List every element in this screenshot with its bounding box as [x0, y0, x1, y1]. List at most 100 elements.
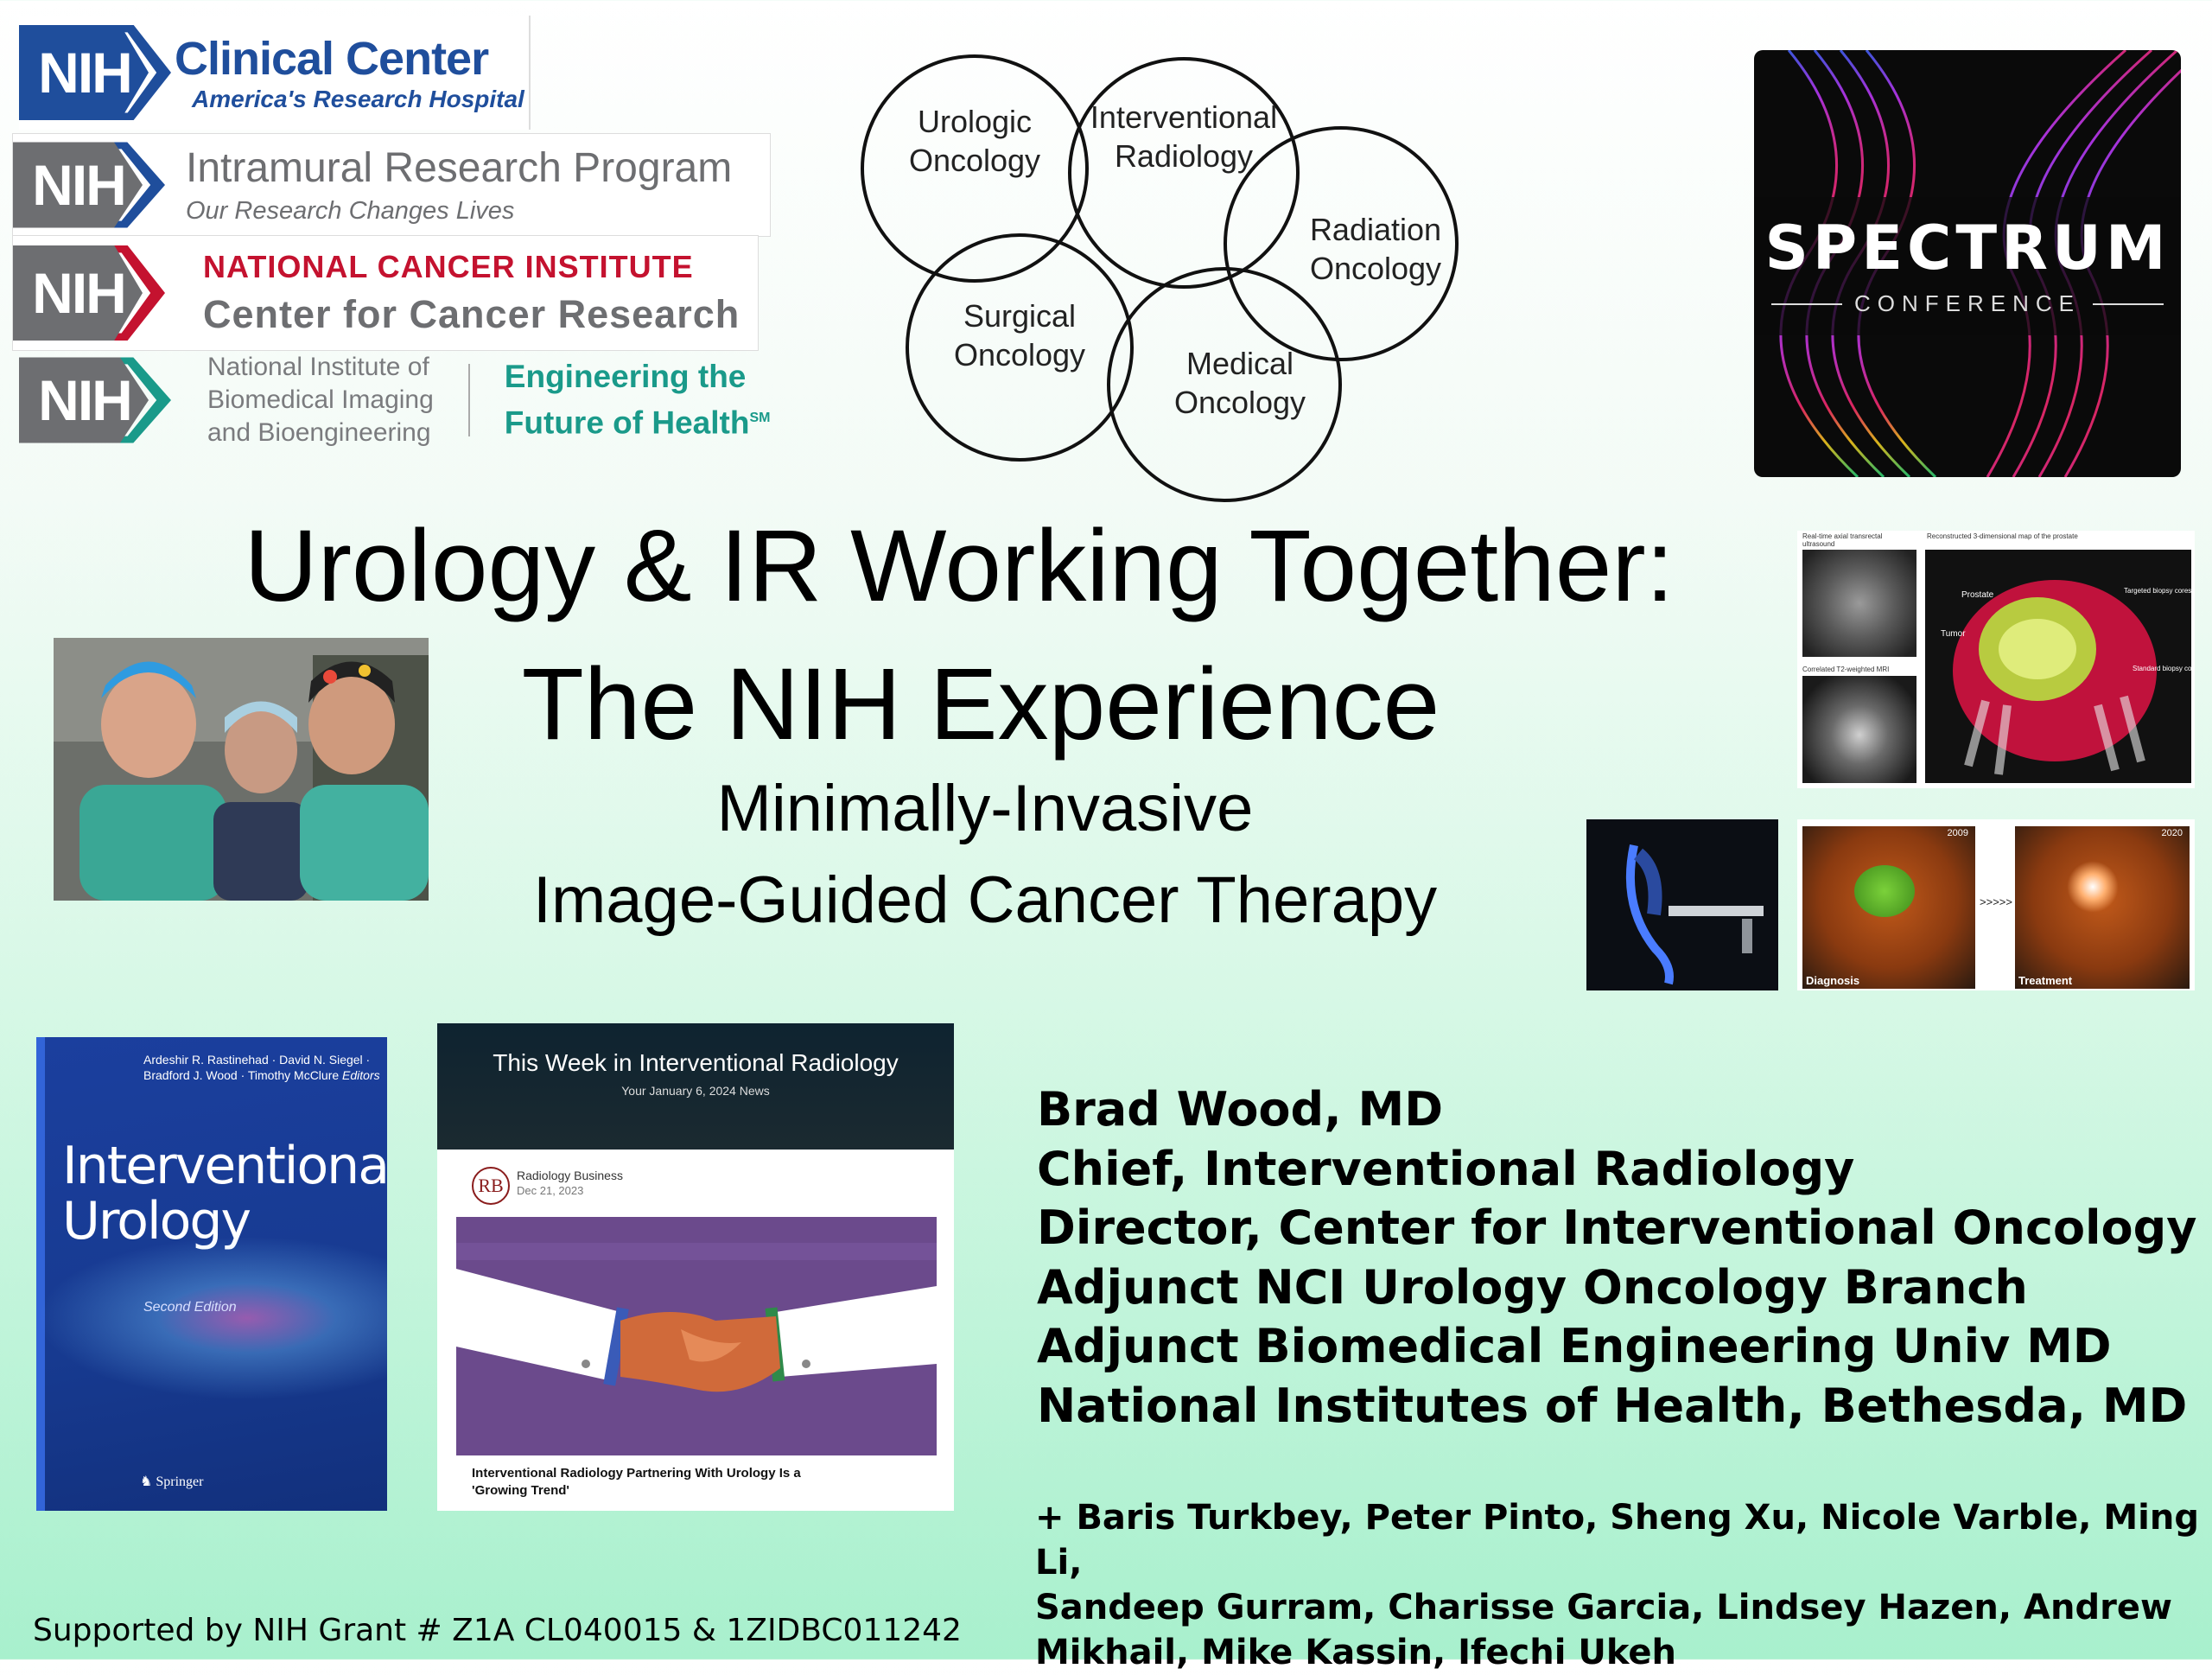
book-edition: Second Edition [143, 1300, 237, 1315]
therapy-progression-figure: 2009 Diagnosis >>>>> 2020 Treatment [1797, 819, 2195, 990]
fusion-label-ultrasound: Real-time axial transrectal ultrasound [1802, 532, 1883, 548]
slide-subtitle-line2: Image-Guided Cancer Therapy [532, 863, 1438, 937]
grant-support: Supported by NIH Grant # Z1A CL040015 & … [33, 1613, 962, 1648]
therapy-ablation-glow [2067, 861, 2119, 913]
fusion-label-mri: Correlated T2-weighted MRI [1802, 666, 1890, 673]
nih-chevron-icon: NIH [19, 349, 171, 451]
fusion-biopsy-figure: Real-time axial transrectal ultrasound C… [1797, 531, 2195, 788]
venn-circle-interventional [1068, 57, 1300, 289]
speaker-info: Brad Wood, MD Chief, Interventional Radi… [1037, 1080, 2197, 1436]
slide-title-line2: The NIH Experience [521, 647, 1440, 761]
speaker-role-2: Director, Center for Interventional Onco… [1037, 1201, 2197, 1255]
springer-horse-icon: ♞ [140, 1474, 153, 1489]
coauthors-line2: Sandeep Gurram, Charisse Garcia, Lindsey… [1035, 1588, 2172, 1627]
nih-chevron-icon: NIH [13, 236, 165, 350]
fusion-label-3d: Reconstructed 3-dimensional map of the p… [1927, 532, 2078, 540]
venn-circle-radiation [1224, 126, 1459, 361]
news-header-date: Your January 6, 2024 News [621, 1084, 770, 1098]
news-headline-line1: Interventional Radiology Partnering With… [472, 1466, 801, 1481]
venn-ir-l2: Radiology [1115, 138, 1253, 174]
venn-radiation-l2: Oncology [1310, 251, 1441, 286]
venn-urologic-l1: Urologic [918, 104, 1032, 139]
venn-ir-l1: Interventional [1090, 99, 1277, 135]
clinical-center-name: Clinical Center [175, 33, 489, 85]
nih-chevron-icon: NIH [19, 16, 171, 130]
nih-nci-ccr-logo: NIH NATIONAL CANCER INSTITUTE Center for… [12, 235, 759, 351]
intramural-name: Intramural Research Program [186, 145, 733, 191]
nibib-eng1: Engineering the [504, 359, 747, 395]
therapy-treatment-label: Treatment [2018, 974, 2073, 987]
venn-surgical-l1: Surgical [963, 298, 1076, 334]
spectrum-swirl-graphic [1754, 50, 2181, 477]
book-authors-line2: Bradford J. Wood · Timothy McClure [143, 1068, 340, 1082]
therapy-lesion [1854, 865, 1915, 917]
fusion-standard-label: Standard biopsy cores [2133, 665, 2191, 672]
transrectal-probe-image [1586, 819, 1778, 990]
nibib-divider [467, 364, 470, 436]
nih-nibib-logo: NIH National Institute of Biomedical Ima… [19, 349, 805, 451]
book-cover-swoosh [36, 1236, 387, 1400]
venn-circle-medical [1107, 267, 1342, 502]
book-editors-label: Editors [342, 1068, 380, 1082]
ccr-name: Center for Cancer Research [203, 292, 741, 336]
speaker-role-1: Chief, Interventional Radiology [1037, 1141, 1855, 1196]
coauthors-line3: Mikhail, Mike Kassin, Ifechi Ukeh [1035, 1633, 1676, 1672]
venn-urologic-l2: Oncology [909, 143, 1040, 178]
nibib-sm: SM [749, 411, 771, 426]
news-source-logo: RB [472, 1167, 510, 1205]
nibib-eng2: Future of Health [504, 404, 750, 441]
venn-circle-surgical [906, 233, 1134, 462]
surgeons-photo [54, 638, 429, 901]
speaker-role-3: Adjunct NCI Urology Oncology Branch [1037, 1259, 2028, 1315]
venn-medical-l1: Medical [1186, 346, 1294, 381]
spectrum-title: SPECTRUM [1764, 213, 2171, 283]
fusion-targeted-label: Targeted biopsy cores [2124, 587, 2191, 595]
nih-intramural-logo: NIH Intramural Research Program Our Rese… [12, 133, 771, 237]
speaker-name: Brad Wood, MD [1037, 1082, 1444, 1137]
speaker-role-4: Adjunct Biomedical Engineering Univ MD [1037, 1319, 2112, 1373]
therapy-diagnosis-label: Diagnosis [1806, 974, 1860, 987]
coauthors-line1: + Baris Turkbey, Peter Pinto, Sheng Xu, … [1035, 1498, 2199, 1583]
fusion-ultrasound-image [1802, 550, 1916, 657]
nibib-line2: Biomedical Imaging [207, 385, 434, 414]
nibib-line1: National Institute of [207, 353, 429, 381]
nih-clinical-center-logo: NIH Clinical Center America's Research H… [19, 16, 531, 130]
nci-name: NATIONAL CANCER INSTITUTE [203, 249, 694, 284]
therapy-year-2009: 2009 [1947, 828, 1968, 838]
spectrum-sub: CONFERENCE [1854, 290, 2082, 316]
slide-title-line1: Urology & IR Working Together: [244, 509, 1675, 623]
ir-news-card: This Week in Interventional Radiology Yo… [437, 1023, 954, 1511]
coauthors: + Baris Turkbey, Peter Pinto, Sheng Xu, … [1035, 1495, 2212, 1675]
nih-chevron-icon: NIH [13, 134, 165, 236]
venn-radiation-l1: Radiation [1310, 212, 1441, 247]
spectrum-conference-logo: SPECTRUM CONFERENCE [1754, 50, 2181, 477]
handshake-illustration [456, 1217, 937, 1455]
interventional-urology-book-cover: Ardeshir R. Rastinehad · David N. Siegel… [36, 1037, 387, 1511]
clinical-center-tagline: America's Research Hospital [192, 86, 524, 112]
therapy-treatment-image: 2020 Treatment [2015, 826, 2190, 989]
therapy-arrows: >>>>> [1980, 895, 2012, 908]
venn-surgical-l2: Oncology [954, 337, 1085, 373]
therapy-diagnosis-image: 2009 Diagnosis [1802, 826, 1975, 989]
therapy-year-2020: 2020 [2161, 828, 2183, 838]
fusion-tumor-label: Tumor [1941, 629, 1966, 639]
venn-circle-urologic [861, 54, 1089, 283]
book-title-line1: Interventional [62, 1136, 387, 1196]
news-source-name: Radiology Business [517, 1169, 623, 1182]
news-header-title: This Week in Interventional Radiology [493, 1049, 899, 1076]
book-authors-line1: Ardeshir R. Rastinehad · David N. Siegel… [143, 1053, 371, 1067]
intramural-tagline: Our Research Changes Lives [186, 197, 515, 225]
spectrum-rule-left [1771, 303, 1842, 305]
venn-medical-l2: Oncology [1174, 385, 1306, 420]
book-publisher: Springer [156, 1474, 204, 1489]
speaker-affiliation: National Institutes of Health, Bethesda,… [1037, 1378, 2188, 1433]
fusion-prostate-label: Prostate [1961, 590, 1994, 600]
slide-subtitle-line1: Minimally-Invasive [716, 772, 1254, 845]
fusion-mri-image [1802, 676, 1916, 783]
fusion-3d-prostate-map: Prostate Tumor Targeted biopsy cores Sta… [1925, 550, 2191, 783]
